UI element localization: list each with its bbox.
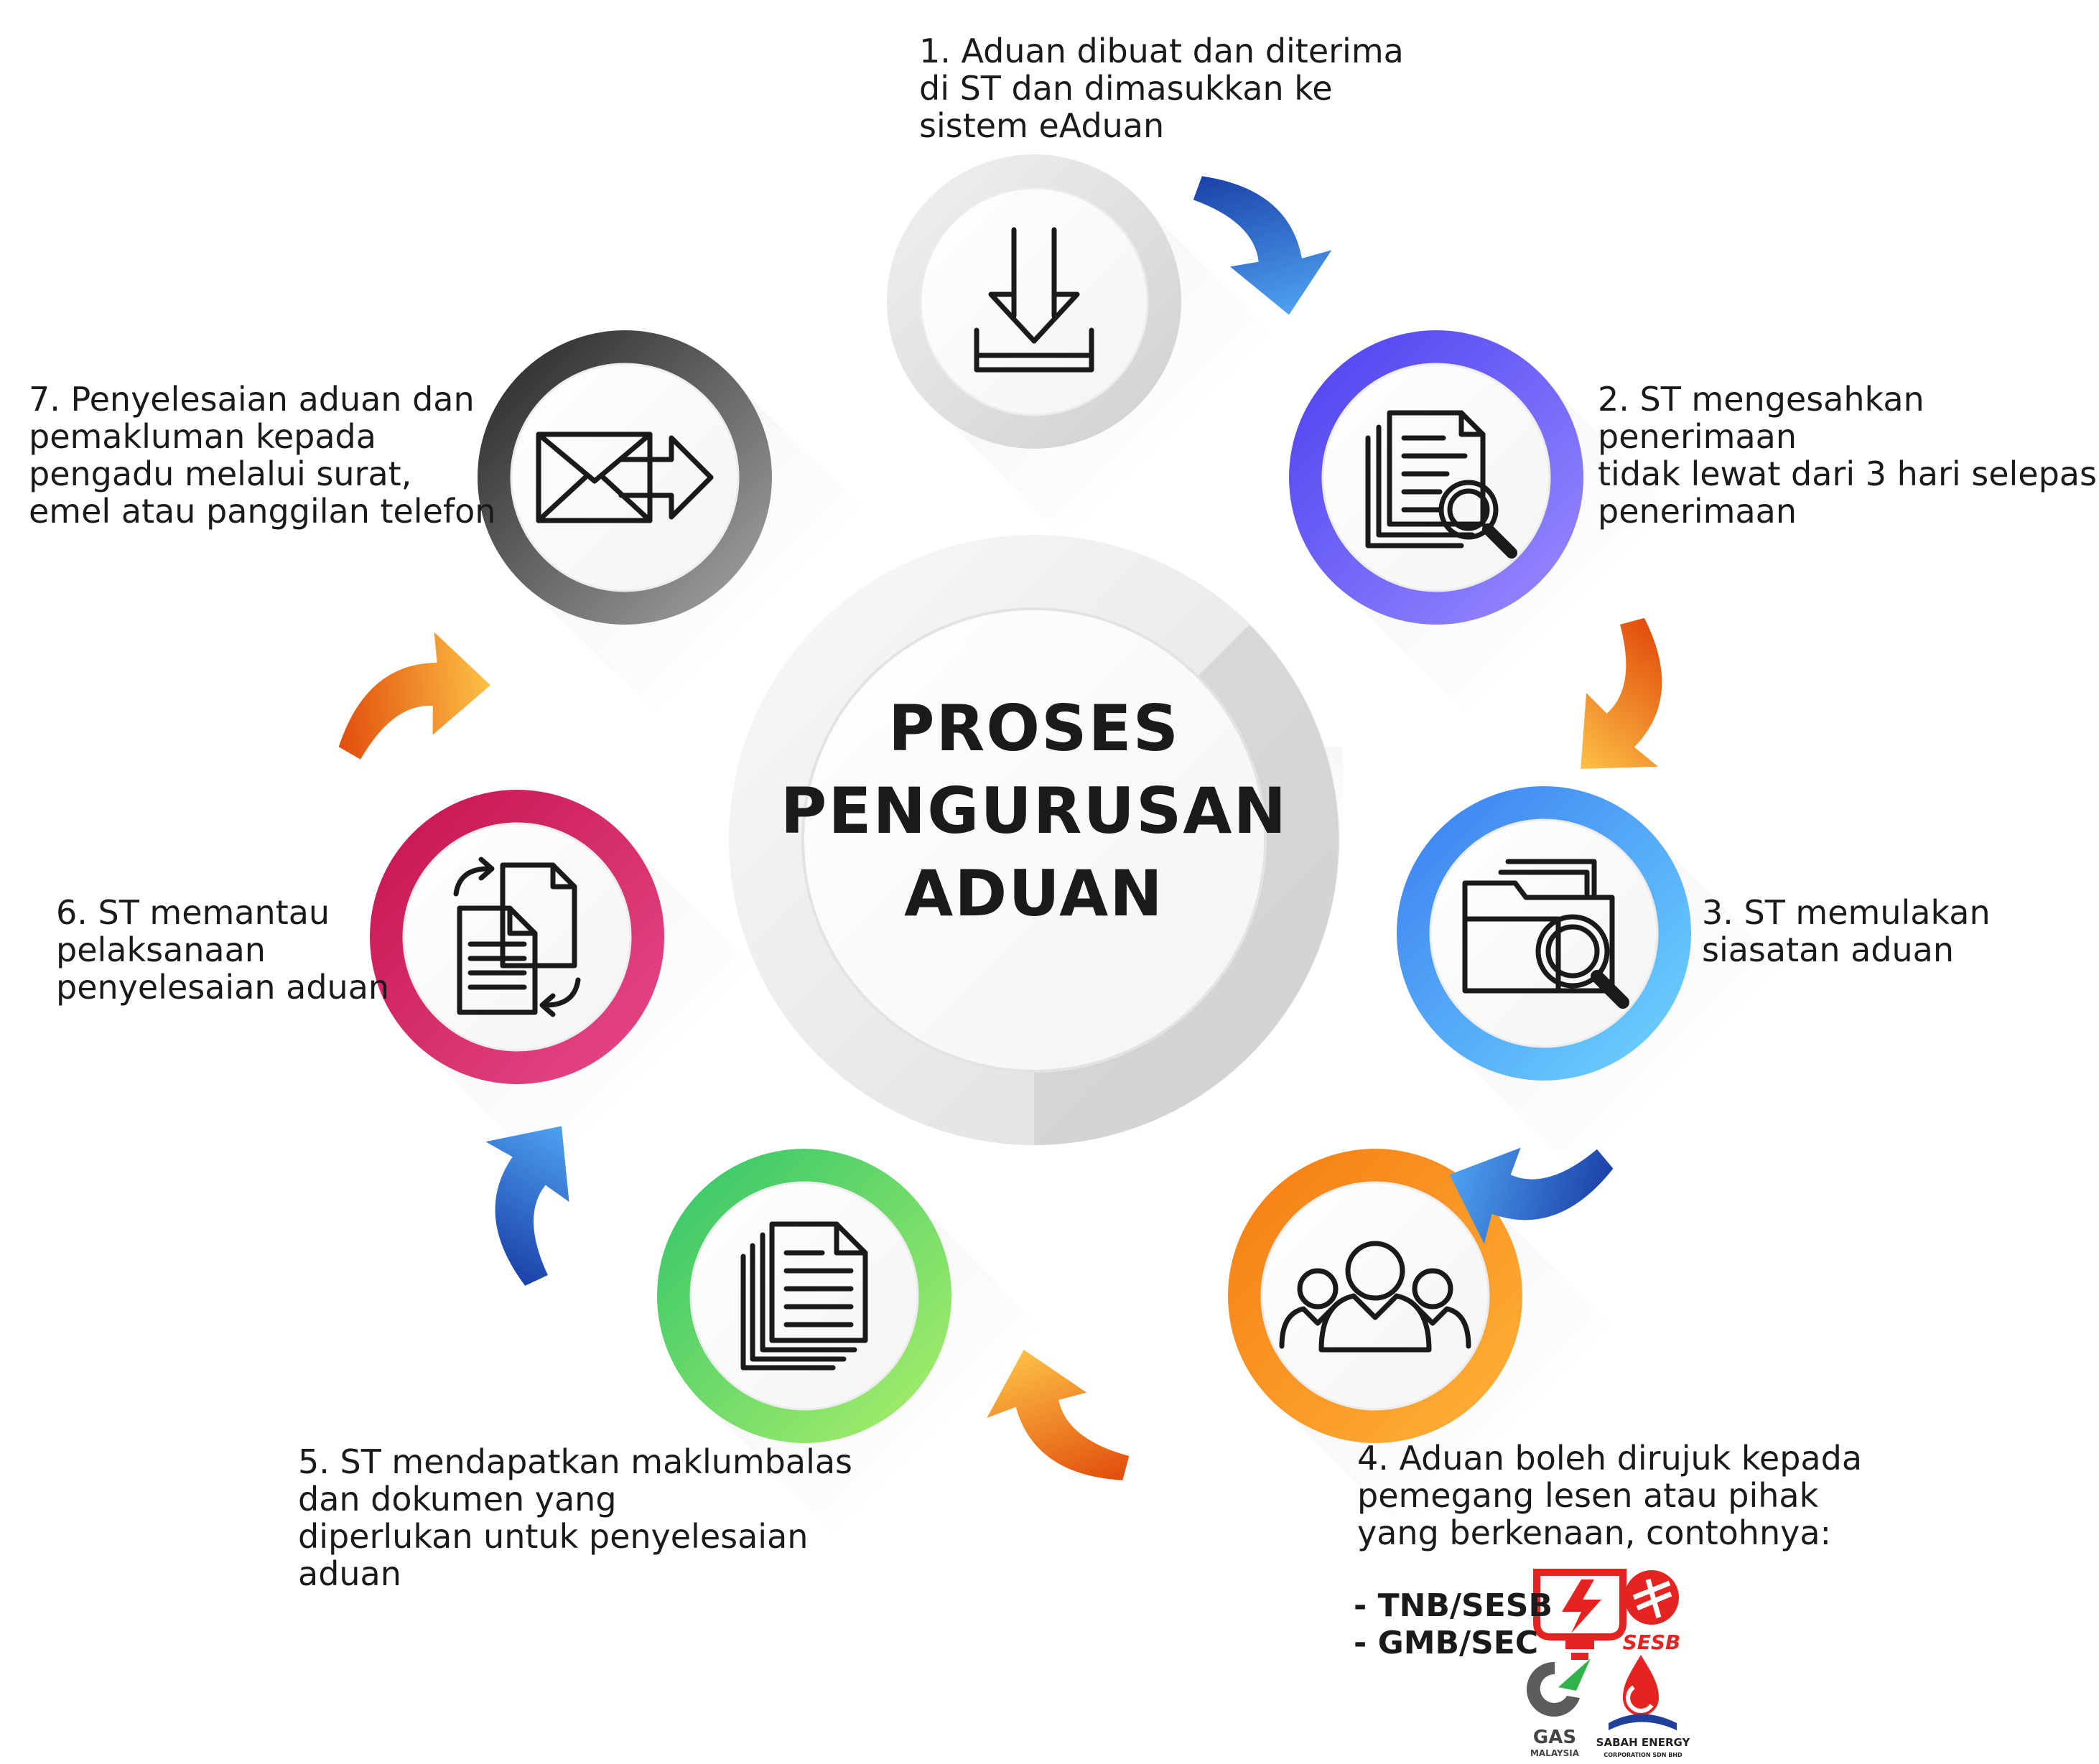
center-badge: PROSES PENGURUSAN ADUAN (729, 535, 1343, 1145)
steps-layer (370, 154, 1779, 1531)
download-tray-icon (974, 227, 1094, 373)
document-stack-icon (740, 1221, 868, 1371)
gas-malaysia-logo: GAS MALAYSIA (1526, 1658, 1591, 1758)
document-search-icon (1365, 410, 1517, 559)
document-sync-icon (453, 857, 581, 1017)
step-5-circle (657, 1149, 1040, 1531)
arrow-4-to-5 (987, 1349, 1130, 1480)
tnb-logo (1533, 1569, 1626, 1660)
folder-search-icon (1462, 859, 1629, 1009)
step-6-circle (370, 790, 753, 1172)
arrow-6-to-7 (338, 632, 490, 760)
step-3-circle (1397, 786, 1779, 1169)
step-6-text: 6. ST memantau pelaksanaan penyelesaian … (56, 893, 390, 1007)
step-4-text: 4. Aduan boleh dirujuk kepada pemegang l… (1357, 1439, 1863, 1552)
step-1-circle (887, 154, 1270, 537)
sesb-logo: SESB (1623, 1570, 1681, 1654)
step-3-text: 3. ST memulakan siasatan aduan (1702, 893, 1991, 969)
sabah-logo-subtext: CORPORATION SDN BHD (1604, 1752, 1683, 1758)
sabah-energy-logo: SABAH ENERGY CORPORATION SDN BHD (1596, 1655, 1691, 1758)
sesb-logo-text: SESB (1623, 1630, 1681, 1654)
envelope-send-icon (536, 431, 714, 523)
arrow-2-to-3 (1581, 617, 1662, 769)
step-7-circle (478, 330, 860, 713)
step-7-text: 7. Penyelesaian aduan dan pemakluman kep… (29, 380, 496, 531)
step-4-circle (1228, 1149, 1611, 1531)
arrows-layer (338, 176, 1662, 1480)
arrow-5-to-6 (485, 1126, 569, 1286)
gas-logo-text: GAS (1533, 1727, 1576, 1748)
example-tnb-sesb: - TNB/SESB (1354, 1587, 1553, 1624)
step-2-text: 2. ST mengesahkan penerimaan tidak lewat… (1598, 380, 2097, 531)
arrow-3-to-4 (1449, 1147, 1614, 1244)
title-line-3: ADUAN (904, 857, 1164, 930)
step-1-text: 1. Aduan dibuat dan diterima di ST dan d… (919, 32, 1404, 145)
title-line-2: PENGURUSAN (781, 774, 1288, 848)
arrow-1-to-2 (1193, 176, 1332, 315)
example-gmb-sec: - GMB/SEC (1354, 1625, 1539, 1661)
title-line-1: PROSES (888, 691, 1180, 765)
people-group-icon (1279, 1241, 1471, 1353)
step-2-circle (1289, 330, 1672, 713)
sabah-logo-text: SABAH ENERGY (1596, 1736, 1691, 1749)
gas-logo-subtext: MALAYSIA (1530, 1748, 1580, 1758)
step-5-text: 5. ST mendapatkan maklumbalas dan dokume… (298, 1442, 853, 1593)
